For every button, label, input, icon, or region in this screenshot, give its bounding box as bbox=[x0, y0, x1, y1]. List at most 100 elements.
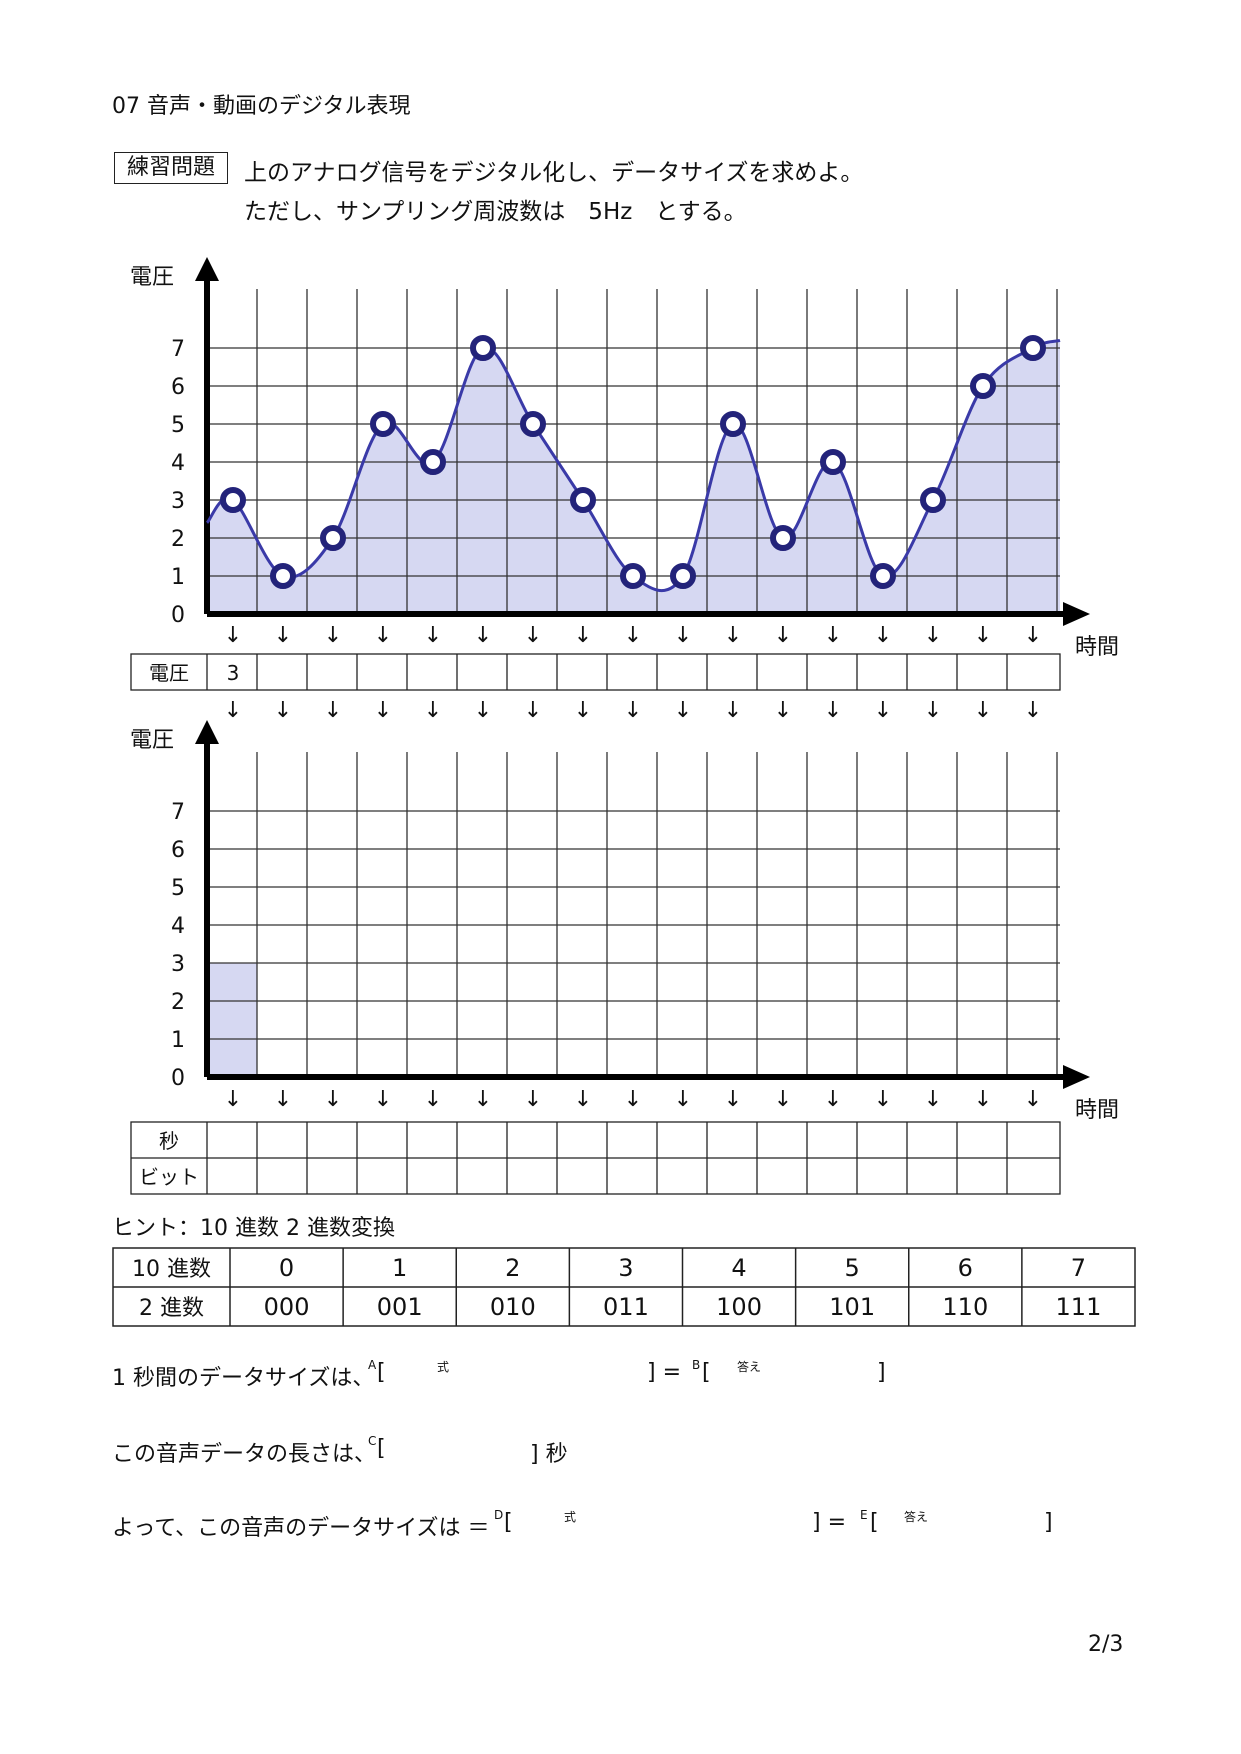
sample-arrow: ↓ bbox=[374, 1087, 392, 1112]
answer-b-close: ] bbox=[877, 1360, 886, 1385]
y-tick-label: 3 bbox=[171, 489, 185, 514]
sample-arrow: ↓ bbox=[724, 623, 742, 648]
sample-arrow: ↓ bbox=[674, 623, 692, 648]
hint-binary-cell: 000 bbox=[264, 1293, 310, 1321]
y-axis-arrowhead bbox=[195, 257, 219, 281]
sample-point bbox=[720, 411, 746, 437]
sample-arrow: ↓ bbox=[424, 623, 442, 648]
answer-e-open: [ bbox=[870, 1510, 879, 1535]
time-table-header-bits: ビット bbox=[139, 1165, 199, 1189]
sample-arrow: ↓ bbox=[324, 698, 342, 723]
sample-arrow: ↓ bbox=[924, 698, 942, 723]
y-tick-label: 6 bbox=[171, 375, 185, 400]
sample-arrow: ↓ bbox=[674, 1087, 692, 1112]
voltage-table-border bbox=[130, 653, 1061, 691]
sample-point bbox=[470, 335, 496, 361]
voltage-table-header: 電圧 bbox=[149, 661, 189, 685]
sample-point bbox=[970, 373, 996, 399]
y-tick-label: 3 bbox=[171, 952, 185, 977]
y-tick-label: 6 bbox=[171, 838, 185, 863]
sample-point bbox=[370, 411, 396, 437]
sample-arrow: ↓ bbox=[874, 1087, 892, 1112]
x-axis-arrowhead bbox=[1063, 602, 1090, 626]
sample-point bbox=[620, 563, 646, 589]
answer-b-label: B bbox=[692, 1358, 701, 1372]
sample-point bbox=[420, 449, 446, 475]
y-tick-label: 2 bbox=[171, 527, 185, 552]
signal-curve bbox=[205, 338, 1061, 593]
answer-e-close: ] bbox=[1044, 1510, 1053, 1535]
answer-d-open: [ bbox=[504, 1510, 513, 1535]
time-table-header-seconds: 秒 bbox=[159, 1129, 179, 1153]
hint-decimal-cell: 1 bbox=[392, 1254, 407, 1282]
answer-b-kotae: 答え bbox=[737, 1360, 762, 1374]
sample-arrow: ↓ bbox=[224, 1087, 242, 1112]
sample-arrow: ↓ bbox=[324, 1087, 342, 1112]
hint-decimal-cell: 6 bbox=[958, 1254, 973, 1282]
hint-title: ヒント：10 進数 2 進数変換 bbox=[112, 1216, 395, 1241]
hint-binary-cell: 110 bbox=[942, 1293, 988, 1321]
sample-arrow: ↓ bbox=[474, 1087, 492, 1112]
sample-arrow: ↓ bbox=[374, 698, 392, 723]
answer-c-open: [ bbox=[377, 1436, 386, 1461]
sample-arrow: ↓ bbox=[974, 1087, 992, 1112]
sample-arrow: ↓ bbox=[874, 698, 892, 723]
answer-c-close-unit: ] 秒 bbox=[530, 1442, 568, 1467]
hint-decimal-cell: 0 bbox=[279, 1254, 294, 1282]
answer-line-1: 1 秒間のデータサイズは、 A [ 式 ] = B [ 答え ] bbox=[112, 1358, 1012, 1391]
page-number: 2/3 bbox=[1088, 1632, 1124, 1657]
hint-decimal-cell: 7 bbox=[1071, 1254, 1086, 1282]
answer-a-open: [ bbox=[377, 1360, 386, 1385]
y-tick-label: 0 bbox=[171, 1066, 185, 1091]
y-axis-label: 電圧 bbox=[130, 265, 174, 290]
answer-c-label: C bbox=[368, 1434, 377, 1448]
hint-binary-cell: 010 bbox=[490, 1293, 536, 1321]
sample-arrow: ↓ bbox=[824, 1087, 842, 1112]
answer-e-kotae: 答え bbox=[904, 1510, 929, 1524]
answer-b-open: [ bbox=[702, 1360, 711, 1385]
answer-a-close-eq: ] = bbox=[647, 1360, 682, 1385]
sample-arrow: ↓ bbox=[924, 623, 942, 648]
voltage-table: 電圧 3 bbox=[130, 653, 1061, 691]
y-tick-label: 4 bbox=[171, 451, 185, 476]
sample-arrow: ↓ bbox=[1024, 1087, 1042, 1112]
hint-row-header-decimal: 10 進数 bbox=[132, 1257, 211, 1282]
x-axis-label: 時間 bbox=[1075, 635, 1119, 660]
page-header: 07 音声・動画のデジタル表現 bbox=[112, 94, 411, 119]
sample-arrow: ↓ bbox=[624, 623, 642, 648]
sample-arrow: ↓ bbox=[274, 1087, 292, 1112]
sample-arrow: ↓ bbox=[874, 623, 892, 648]
answer-d-close-eq: ] = bbox=[812, 1510, 847, 1535]
exercise-line-2: ただし、サンプリング周波数は 5Hz とする。 bbox=[244, 199, 747, 225]
sample-arrow: ↓ bbox=[624, 1087, 642, 1112]
sample-arrow: ↓ bbox=[924, 1087, 942, 1112]
sample-arrow: ↓ bbox=[524, 623, 542, 648]
hint-binary-cell: 011 bbox=[603, 1293, 649, 1321]
answer-a-shiki: 式 bbox=[437, 1360, 450, 1374]
y-tick-label: 1 bbox=[171, 1028, 185, 1053]
sample-arrow: ↓ bbox=[224, 698, 242, 723]
answer-d-label: D bbox=[494, 1508, 504, 1522]
sample-point bbox=[520, 411, 546, 437]
sample-arrow: ↓ bbox=[424, 1087, 442, 1112]
answer1-text: 1 秒間のデータサイズは、 bbox=[112, 1366, 375, 1391]
hint-binary-cell: 001 bbox=[377, 1293, 423, 1321]
sample-arrow: ↓ bbox=[574, 1087, 592, 1112]
answer-a-label: A bbox=[368, 1358, 377, 1372]
sample-point bbox=[920, 487, 946, 513]
voltage-table-cell: 3 bbox=[227, 661, 240, 685]
sample-arrow: ↓ bbox=[974, 623, 992, 648]
sample-arrow: ↓ bbox=[574, 698, 592, 723]
sample-point bbox=[270, 563, 296, 589]
y-axis-arrowhead bbox=[195, 720, 219, 744]
sample-arrow: ↓ bbox=[374, 623, 392, 648]
y-tick-label: 7 bbox=[171, 337, 185, 362]
hint-binary-cell: 101 bbox=[829, 1293, 875, 1321]
answer-e-label: E bbox=[860, 1508, 868, 1522]
y-tick-label: 2 bbox=[171, 990, 185, 1015]
hint-decimal-cell: 2 bbox=[505, 1254, 520, 1282]
